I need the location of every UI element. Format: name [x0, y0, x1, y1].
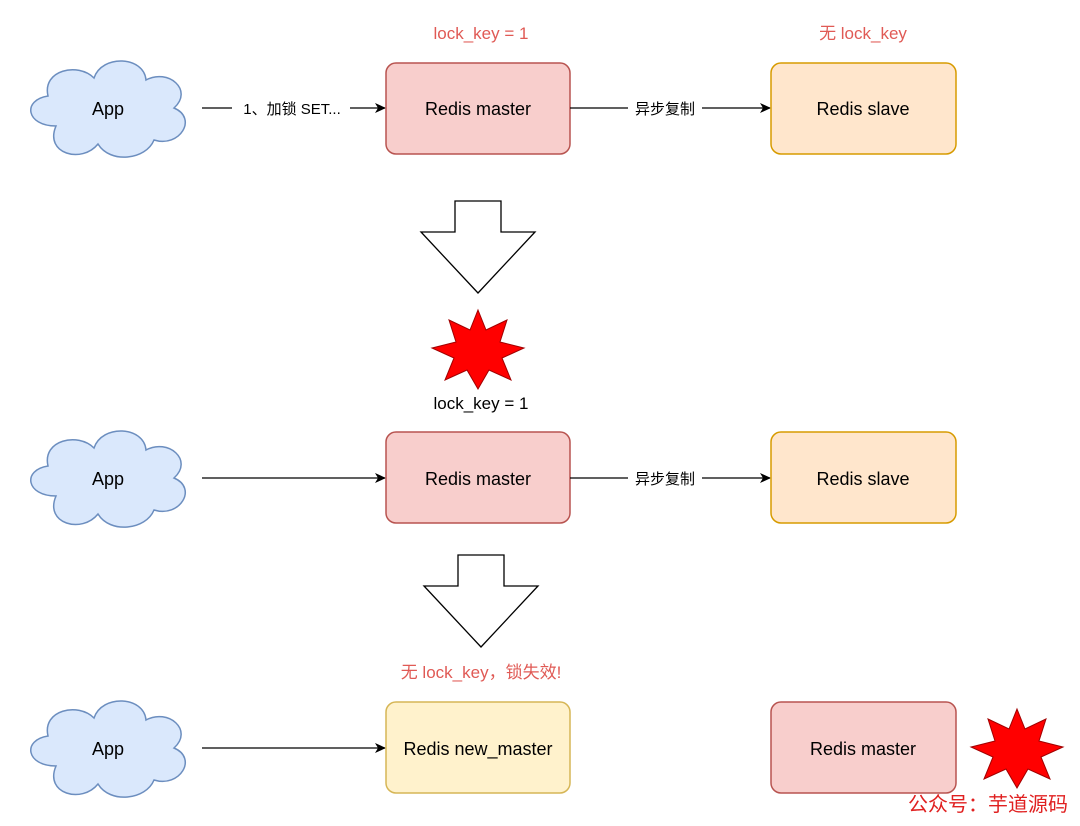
slave-label-2: Redis slave: [816, 469, 909, 489]
edge-label-bg: [232, 98, 350, 118]
crash-explosion-icon-2: [969, 707, 1065, 789]
replication-label-2: 异步复制: [635, 470, 695, 488]
new-master-label: Redis new_master: [403, 739, 552, 760]
app-label-3: App: [92, 739, 124, 759]
redis-slave-node-1: [770, 62, 957, 155]
crash-annotation: lock_key = 1: [434, 394, 529, 413]
lock-edge-label: 1、加锁 SET...: [243, 101, 341, 118]
slave-annotation-1: 无 lock_key: [819, 24, 907, 43]
master-annotation-1: lock_key = 1: [434, 24, 529, 43]
app-label-1: App: [92, 99, 124, 119]
transition-down-arrow-2: [422, 554, 540, 648]
slave-label-1: Redis slave: [816, 99, 909, 119]
crashed-redis-master-node: [770, 701, 957, 794]
app-label-2: App: [92, 469, 124, 489]
master-label-1: Redis master: [425, 99, 531, 119]
replication-label-1: 异步复制: [635, 100, 695, 118]
edge-label-bg: [628, 98, 702, 118]
redis-slave-node-2: [770, 431, 957, 524]
crash-explosion-icon: [430, 308, 526, 390]
old-master-label: Redis master: [810, 739, 916, 759]
lost-lock-annotation: 无 lock_key，锁失效!: [401, 663, 562, 682]
transition-down-arrow-1: [419, 200, 537, 294]
master-label-2: Redis master: [425, 469, 531, 489]
watermark: 公众号：芋道源码: [908, 792, 1068, 816]
redis-new-master-node: [385, 701, 571, 794]
edge-label-bg: [628, 468, 702, 488]
